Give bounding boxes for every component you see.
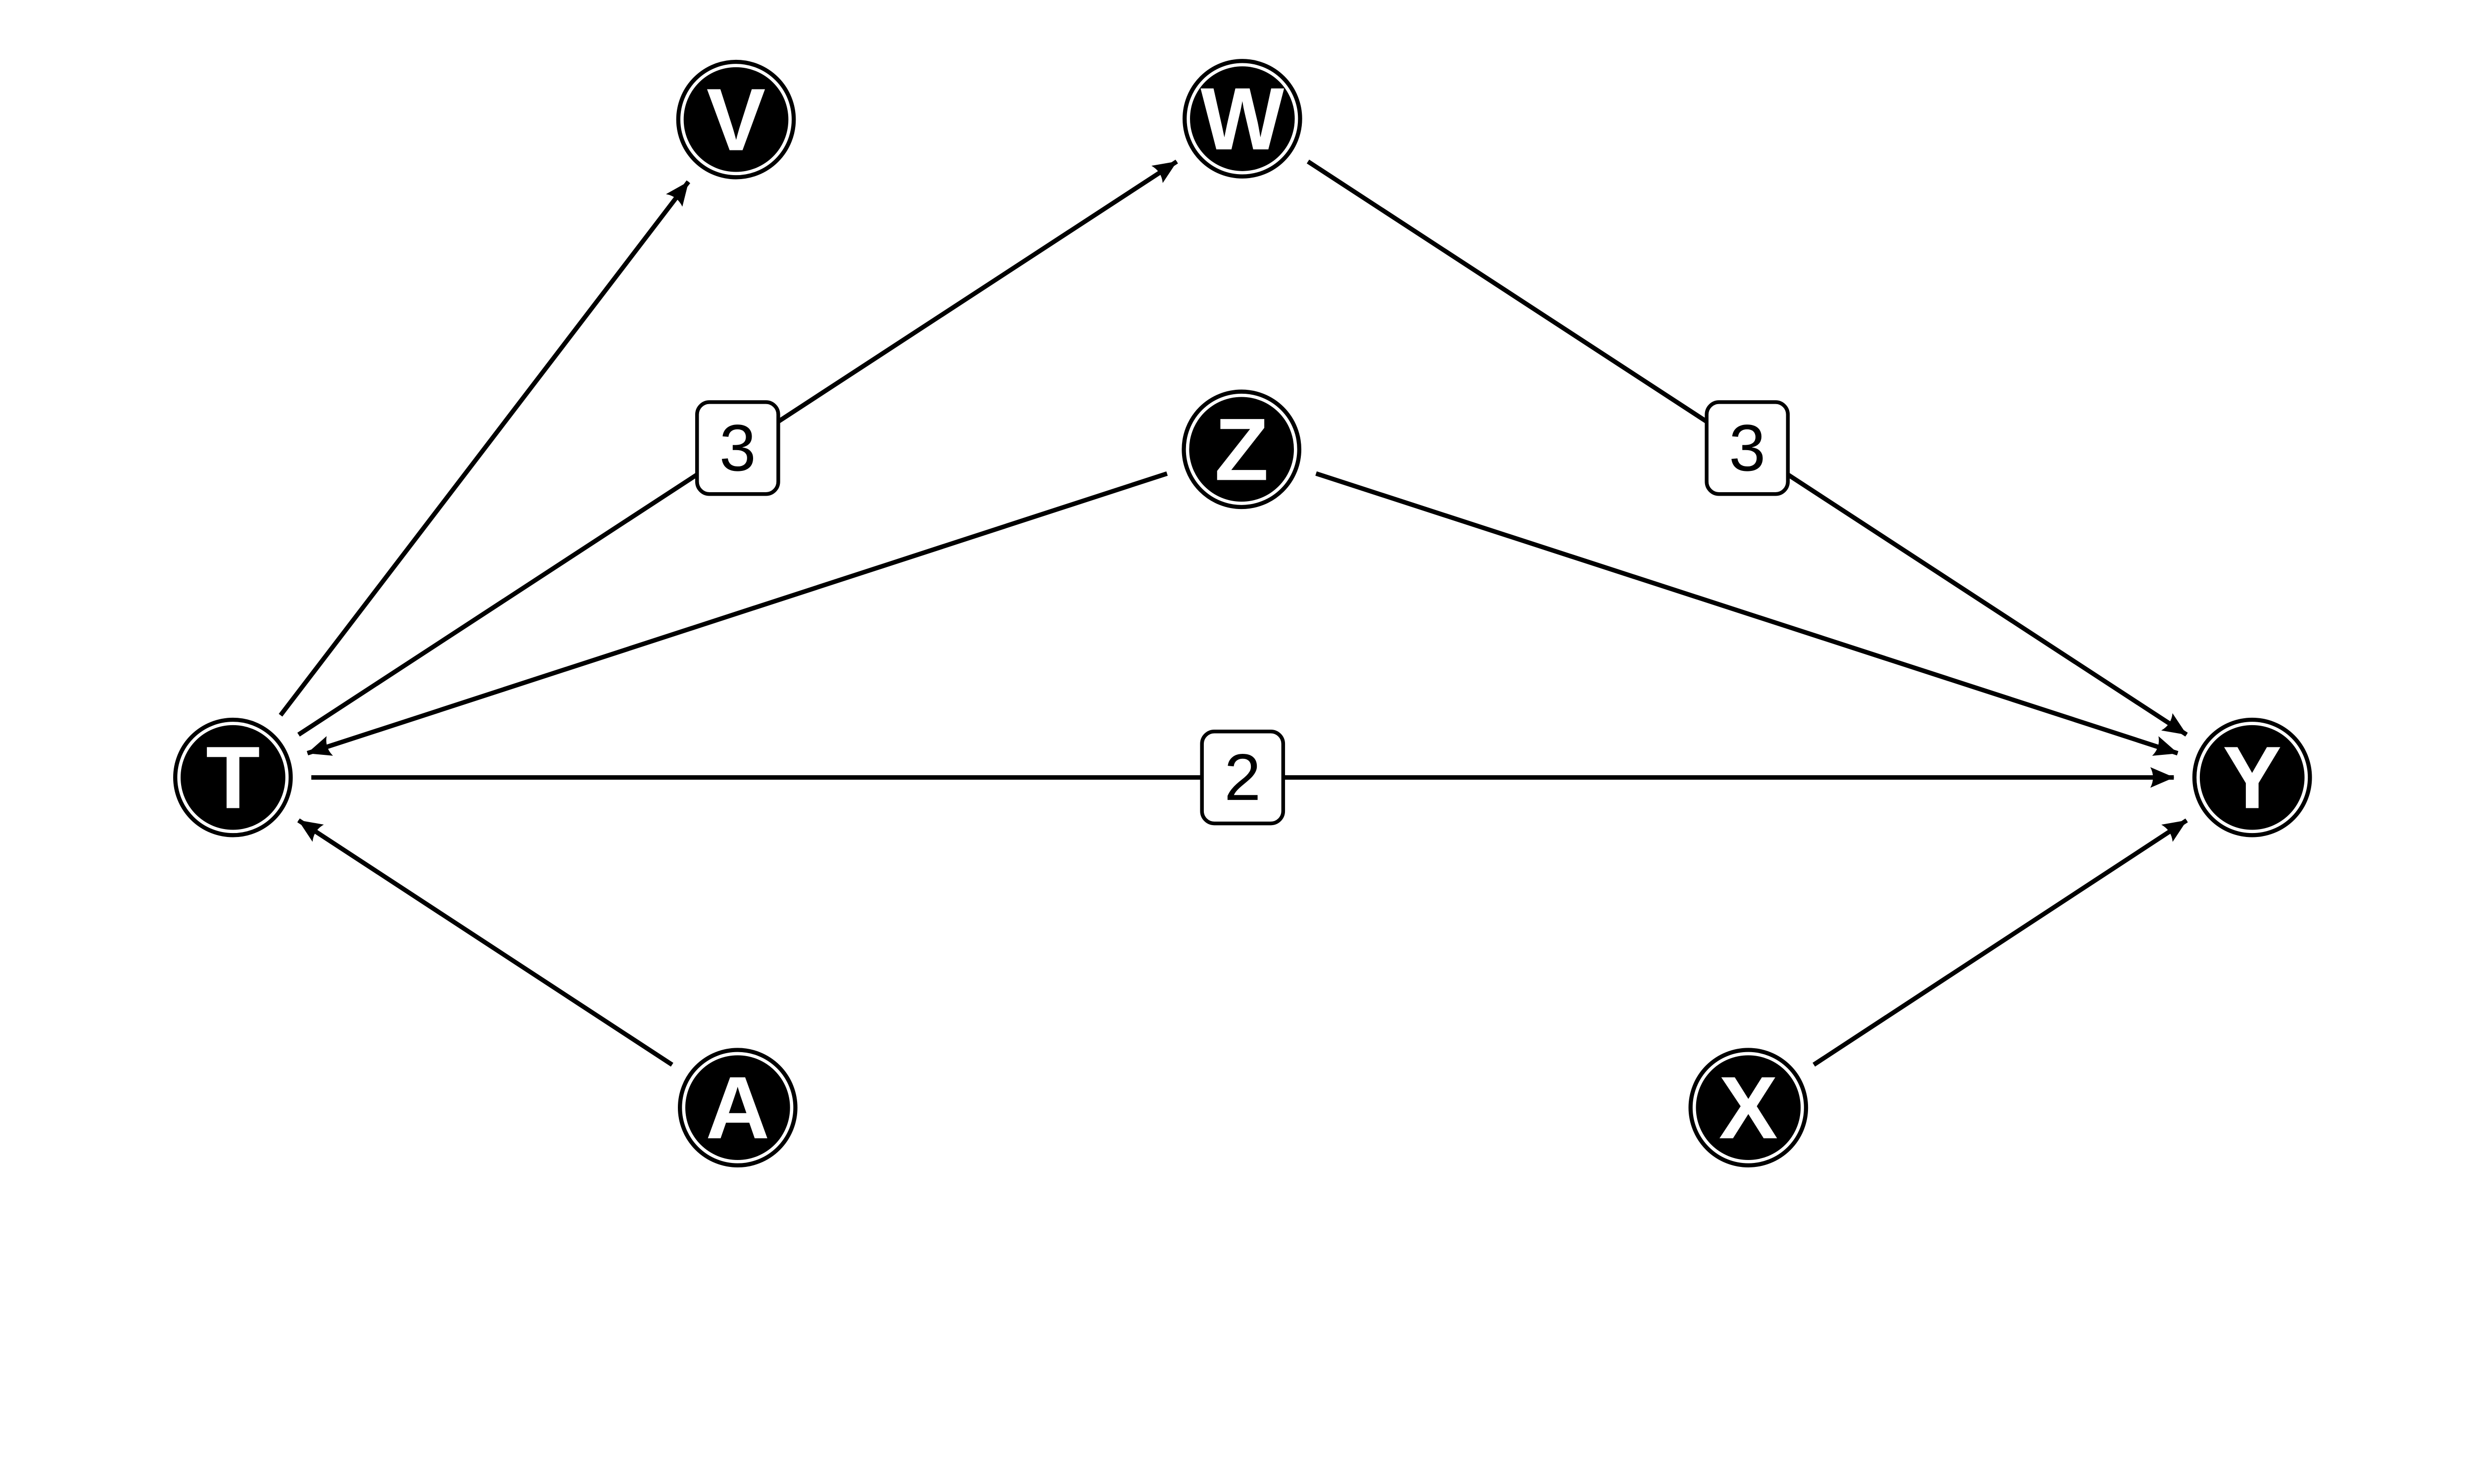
node-disc: [1190, 66, 1295, 171]
edge-label-T-to-Y: 2: [1200, 730, 1285, 826]
node-X: X: [1688, 1048, 1808, 1168]
node-A: A: [678, 1048, 798, 1168]
edge-A-to-T: [297, 818, 673, 1067]
edge-label-box: [1200, 730, 1285, 826]
edge-X-to-Y: [1812, 818, 2188, 1067]
node-letter: T: [206, 728, 260, 827]
edge-label-text: 3: [719, 411, 756, 485]
node-letter: A: [706, 1058, 769, 1157]
node-letter: X: [1719, 1058, 1778, 1157]
node-disc: [683, 67, 789, 172]
edge-label-W-to-Y: 3: [1705, 400, 1790, 496]
edge-label-layer: 3 2 3: [695, 400, 1790, 826]
node-letter: Y: [2223, 728, 2282, 827]
edge-Z-to-T: [306, 471, 1168, 756]
edge-T-to-V: [279, 180, 690, 717]
node-V: V: [676, 59, 796, 180]
node-disc: [685, 1055, 790, 1160]
node-T: T: [173, 717, 293, 837]
node-disc: [1696, 1055, 1801, 1160]
node-Y: Y: [2192, 717, 2312, 837]
node-Z: Z: [1182, 389, 1302, 510]
edge-label-T-to-W: 3: [695, 400, 780, 496]
node-disc: [2199, 725, 2305, 830]
dag-svg: 3 2 3T V W Z Y A X: [0, 0, 2474, 1237]
node-letter: V: [707, 70, 766, 169]
background: [0, 0, 2474, 1237]
node-letter: Z: [1214, 400, 1268, 499]
node-layer: T V W Z Y A X: [173, 59, 2312, 1168]
edge-label-text: 3: [1729, 411, 1765, 485]
node-letter: W: [1200, 69, 1284, 168]
edge-Z-to-Y: [1315, 471, 2179, 756]
edge-label-box: [1705, 400, 1790, 496]
node-disc: [1189, 397, 1294, 502]
edge-label-box: [695, 400, 780, 496]
node-disc: [181, 725, 285, 830]
edge-label-text: 2: [1224, 741, 1261, 814]
node-W: W: [1183, 59, 1302, 179]
